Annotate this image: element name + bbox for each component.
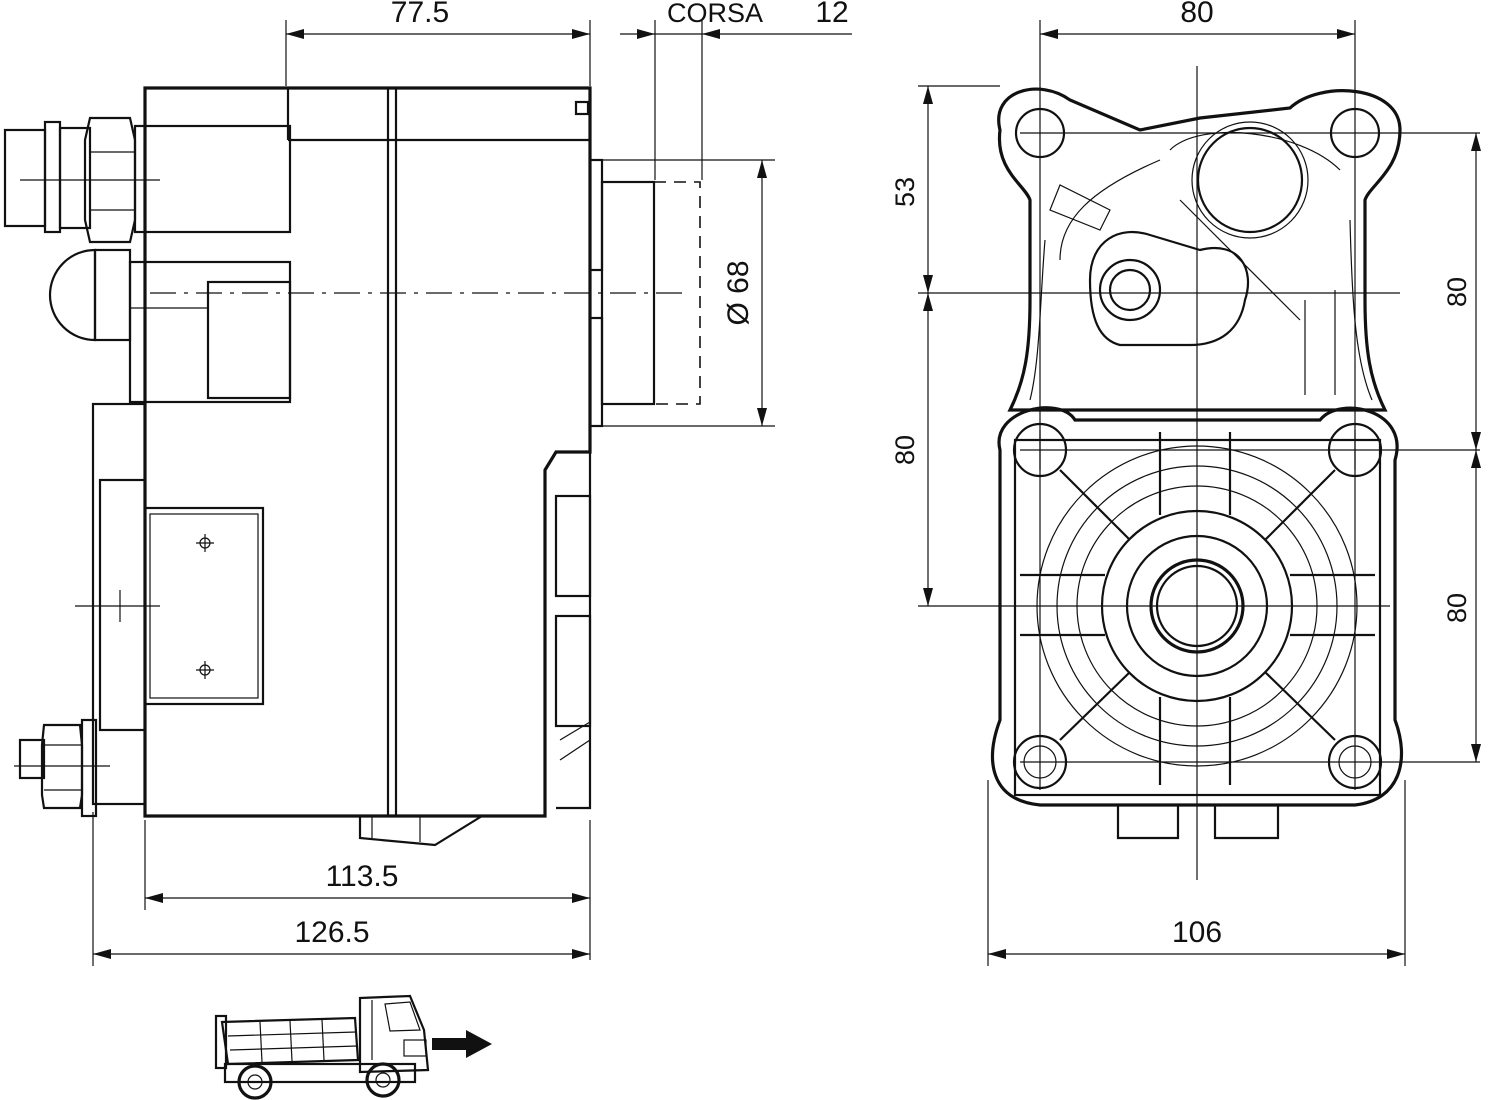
dim-diameter: Ø 68	[722, 260, 755, 325]
pump-head	[997, 87, 1402, 412]
hydraulic-fittings	[3, 116, 292, 404]
dim-right-lower: 80	[1442, 593, 1472, 623]
dimension-front-left: 53 80	[890, 85, 1000, 606]
bolt-nut	[14, 718, 110, 818]
pump-body	[143, 86, 592, 847]
dim-right-upper: 80	[1442, 277, 1472, 307]
side-view: 77.5 CORSA 12 Ø 68 113	[3, 0, 852, 966]
dim-left-lower: 80	[890, 435, 920, 465]
dim-bottom-width: 106	[1172, 916, 1222, 949]
arrow-right-icon	[432, 1030, 492, 1058]
dim-left-upper: 53	[890, 177, 920, 207]
shaft	[150, 158, 701, 428]
mounting-flange	[75, 402, 265, 806]
dimension-77-5: 77.5	[285, 0, 591, 86]
dimension-front-right: 80 80	[1442, 133, 1481, 762]
dim-stroke-label: CORSA	[667, 0, 763, 28]
dimension-diameter: Ø 68	[602, 159, 775, 427]
front-view: 80 53 80 80 80	[890, 0, 1481, 966]
dim-inner-length: 113.5	[326, 860, 399, 893]
dim-top-width: 80	[1180, 0, 1213, 29]
dimension-stroke: CORSA 12	[620, 0, 852, 180]
center-lines	[918, 20, 1480, 880]
dim-stroke-value: 12	[815, 0, 848, 29]
dimension-126-5: 126.5	[92, 812, 590, 966]
dimension-113-5: 113.5	[144, 820, 591, 960]
dump-truck-icon	[214, 994, 430, 1100]
dimension-front-bottom: 106	[987, 780, 1406, 966]
dim-total-length: 126.5	[294, 916, 369, 949]
dim-top-length: 77.5	[391, 0, 449, 29]
dimension-front-top: 80	[1040, 0, 1355, 39]
